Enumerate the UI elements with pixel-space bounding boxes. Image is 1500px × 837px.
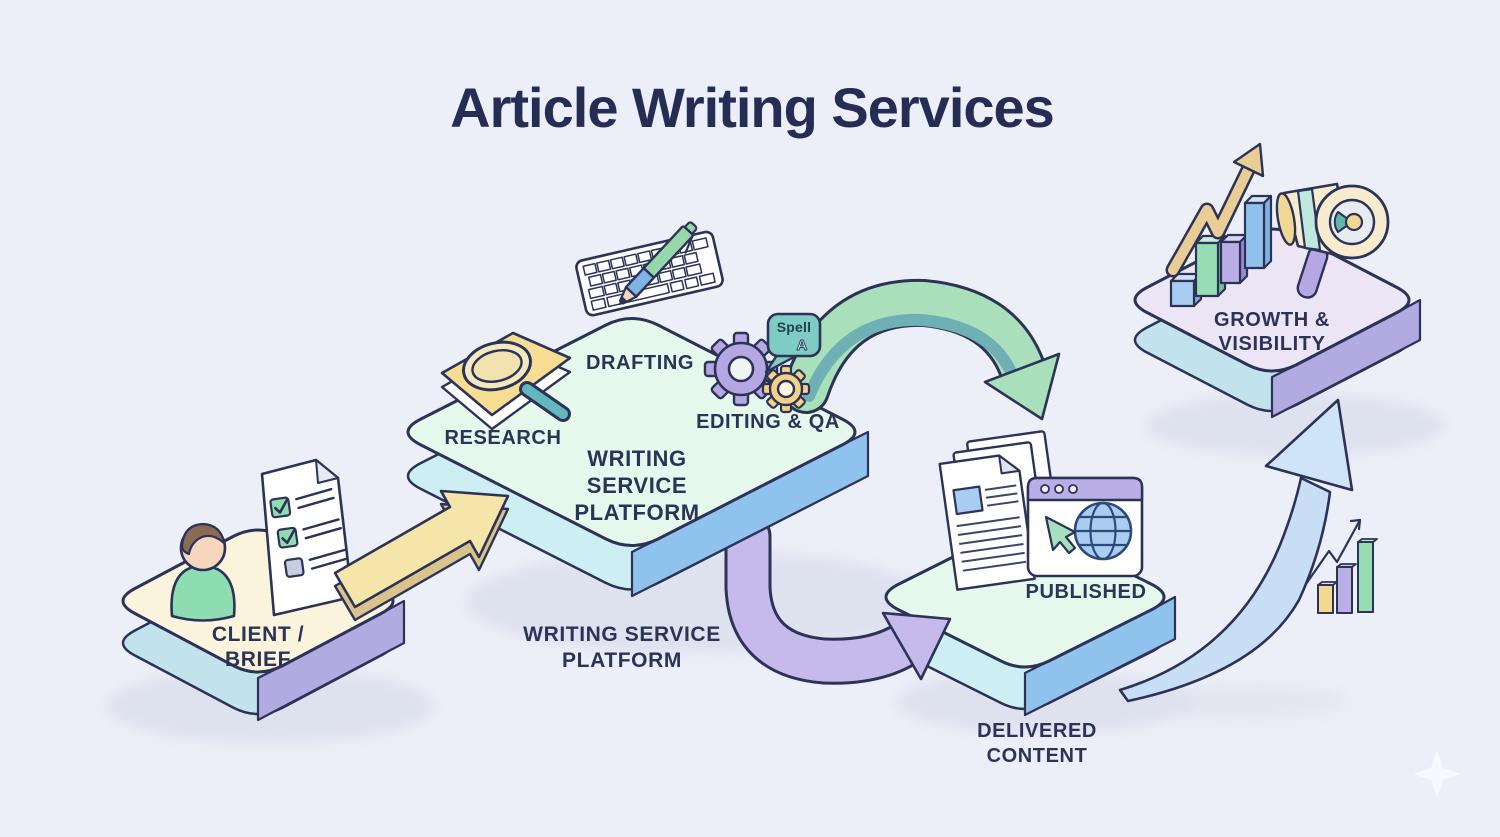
growth-label-line1: GROWTH & xyxy=(1214,309,1330,331)
purple-arrow xyxy=(724,512,952,685)
globe-icon xyxy=(1073,501,1133,561)
growth-label-line2: VISIBILITY xyxy=(1218,333,1325,355)
browser-globe-icon xyxy=(1026,476,1144,578)
megaphone-icon xyxy=(1275,182,1390,299)
sparkle-icon xyxy=(1413,750,1461,798)
spellcheck-bubble-icon: Spell A xyxy=(764,312,822,374)
delivered-label-line1: DELIVERED xyxy=(977,720,1097,742)
small-gear-icon xyxy=(761,364,811,414)
magnifier-icon xyxy=(462,340,571,422)
writing-service-platform: RESEARCH DRAFTING W xyxy=(406,221,870,598)
checklist-icon xyxy=(260,458,354,617)
platform-label-line2: SERVICE xyxy=(587,473,687,498)
spell-bubble-letter: A xyxy=(796,337,807,354)
platform-caption-line1: WRITING SERVICE xyxy=(523,623,721,646)
editing-icons: Spell A xyxy=(703,312,822,414)
yellow-arrow xyxy=(333,489,510,622)
trend-arrow-icon xyxy=(1165,142,1265,278)
published-label: PUBLISHED xyxy=(1026,581,1147,603)
client-label-line2: BRIEF xyxy=(225,648,291,671)
cursor-icon xyxy=(1044,515,1077,555)
delivered-label-line2: CONTENT xyxy=(987,745,1088,767)
mini-bar-chart-icon xyxy=(1304,518,1378,614)
drafting-label: DRAFTING xyxy=(586,352,694,374)
person-icon xyxy=(170,522,236,622)
platform-label-line3: PLATFORM xyxy=(574,500,699,525)
growth-platform: GROWTH & VISIBILITY xyxy=(1133,142,1422,419)
platform-caption-line2: PLATFORM xyxy=(562,649,682,672)
client-platform: CLIENT / BRIEF xyxy=(121,458,406,722)
client-label-line1: CLIENT / xyxy=(212,623,304,646)
research-label: RESEARCH xyxy=(444,427,561,449)
bar-chart-icon xyxy=(1169,194,1273,308)
editing-label: EDITING & QA xyxy=(696,411,840,433)
green-arrow xyxy=(782,278,1061,421)
platform-label-line1: WRITING xyxy=(587,446,687,471)
spell-bubble-word: Spell xyxy=(777,319,811,335)
pen-icon xyxy=(618,221,698,306)
swoosh-arrow-icon xyxy=(1118,398,1354,703)
published-platform: PUBLISHED xyxy=(884,430,1177,717)
page-title: Article Writing Services xyxy=(450,76,1054,139)
